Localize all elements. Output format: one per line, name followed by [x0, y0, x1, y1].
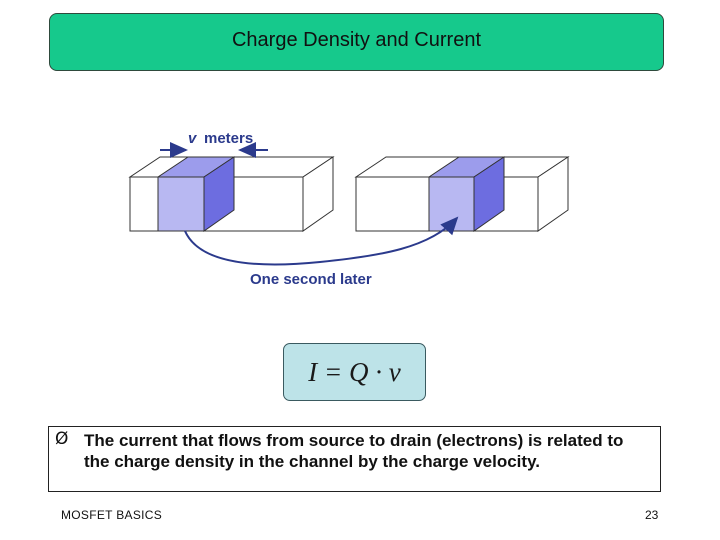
charge-slab-later	[427, 156, 506, 232]
footer-label: MOSFET BASICS	[61, 508, 163, 522]
bullet-arrow-icon: Ø	[55, 429, 69, 449]
charge-slab-initial	[156, 156, 236, 232]
formula-text: I = Q · v	[308, 356, 401, 387]
time-caption: One second later	[250, 271, 372, 288]
channel-segment-initial	[128, 156, 335, 232]
title-banner: Charge Density and Current	[49, 13, 664, 71]
page-number: 23	[645, 508, 659, 522]
slide-title: Charge Density and Current	[231, 28, 481, 51]
bullet-text: The current that flows from source to dr…	[84, 431, 624, 471]
motion-arrow	[184, 216, 459, 266]
velocity-units-label: meters	[204, 130, 253, 147]
channel-segment-later	[354, 156, 570, 232]
bullet-box: Ø The current that flows from source to …	[48, 426, 661, 492]
current-formula: I = Q · v	[283, 343, 426, 401]
velocity-symbol: v	[188, 130, 198, 147]
